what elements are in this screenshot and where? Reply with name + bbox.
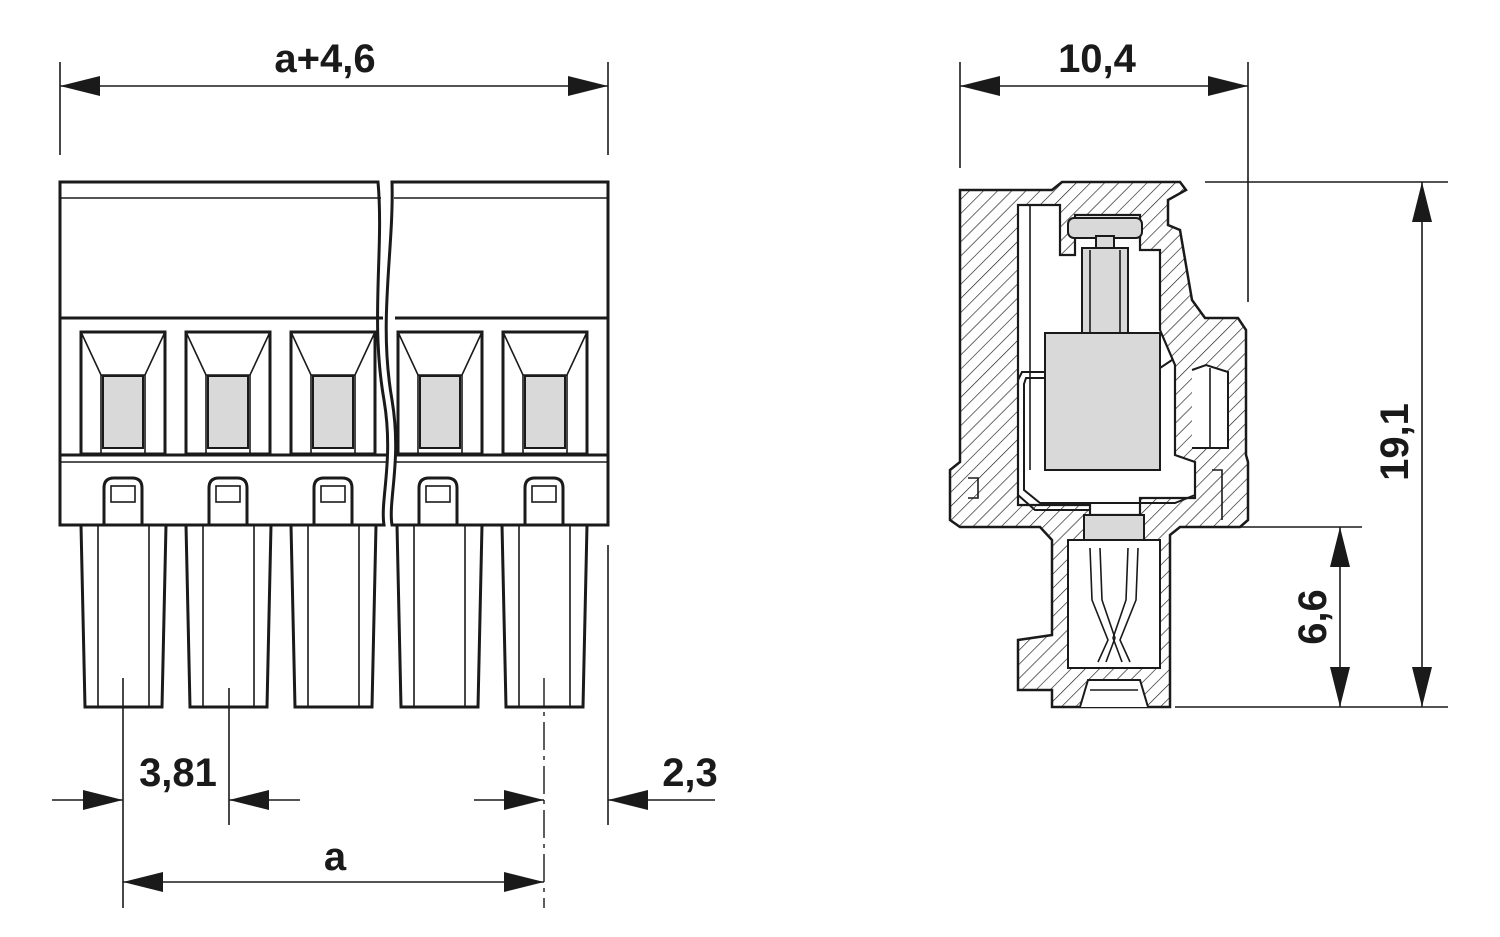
label-pitch: 3,81 <box>139 751 217 795</box>
wire-entry-4 <box>396 330 484 456</box>
release-tab-4 <box>417 476 459 525</box>
clamp-body <box>1044 332 1161 471</box>
label-pin-length: 6,6 <box>1291 589 1335 645</box>
dimension-pin-length: 6,6 <box>1291 527 1350 707</box>
dimension-overall-width: a+4,6 <box>60 37 608 96</box>
label-height: 19,1 <box>1373 403 1417 481</box>
bottom-notch <box>1079 679 1149 708</box>
pin-insert <box>1083 514 1145 541</box>
housing-body-left <box>58 180 390 527</box>
label-edge-offset: 2,3 <box>662 751 718 795</box>
dimension-pitch: 3,81 <box>52 751 300 810</box>
dimension-height: 19,1 <box>1373 182 1432 707</box>
release-tab-3 <box>312 476 354 525</box>
label-overall-width: a+4,6 <box>274 37 375 81</box>
pin-4 <box>395 524 484 709</box>
front-view: a+4,6 3,81 2,3 a <box>52 37 718 908</box>
pin-socket <box>1067 539 1161 669</box>
dimension-edge-offset: 2,3 <box>474 751 718 810</box>
pin-2 <box>184 524 273 709</box>
spring-contact <box>1017 359 1196 520</box>
wire-entry-3 <box>289 330 377 456</box>
release-tab-5 <box>523 476 565 525</box>
release-tab-2 <box>207 476 249 525</box>
pin-5 <box>500 524 589 709</box>
wire-entry-2 <box>184 330 272 456</box>
wire-entry-5 <box>501 330 589 456</box>
label-side-width: 10,4 <box>1058 37 1137 81</box>
dimension-side-width: 10,4 <box>960 37 1248 96</box>
dimension-pitch-span: a <box>123 835 544 892</box>
label-pitch-span: a <box>324 835 347 879</box>
side-section-view: 10,4 19,1 6,6 <box>948 37 1448 709</box>
release-tab-1 <box>102 476 144 525</box>
wire-entry-1 <box>79 330 167 456</box>
pin-3 <box>289 524 378 709</box>
housing-body-right <box>384 180 610 527</box>
